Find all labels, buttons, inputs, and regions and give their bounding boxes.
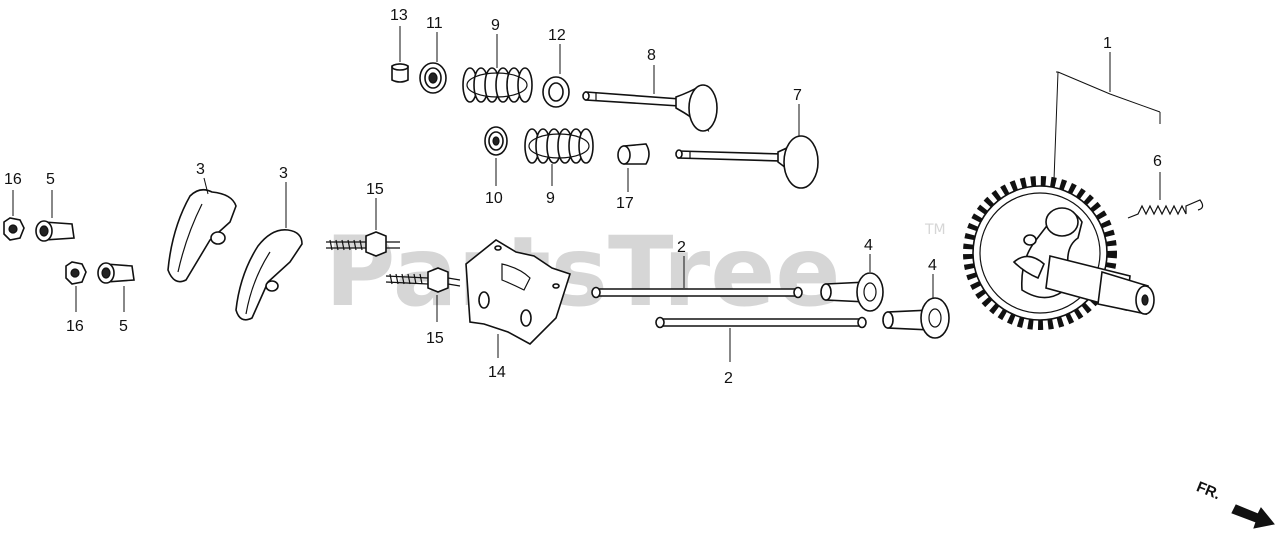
part-16-nut-upper[interactable] (3, 217, 25, 241)
callout-2-upper: 2 (677, 239, 686, 256)
part-3-rocker-arm-left[interactable] (167, 188, 237, 283)
callout-17: 17 (616, 195, 634, 212)
callout-4-lower: 4 (928, 257, 937, 274)
callout-3-right: 3 (279, 165, 288, 182)
callout-5-upper: 5 (46, 171, 55, 188)
part-14-pushrod-guide-plate[interactable] (465, 239, 572, 345)
callout-16-upper: 16 (4, 171, 22, 188)
part-5-adjusting-nut-upper[interactable] (35, 220, 75, 242)
part-17-tappet-cap[interactable] (617, 143, 650, 165)
part-2-pushrod-lower[interactable] (655, 316, 867, 329)
part-2-pushrod-upper[interactable] (591, 286, 803, 299)
part-15-rocker-stud-upper[interactable] (326, 231, 400, 257)
part-13-valve-cotter[interactable] (391, 63, 409, 83)
callout-10: 10 (485, 190, 503, 207)
part-1-camshaft-assembly[interactable] (963, 176, 1155, 330)
part-16-nut-lower[interactable] (65, 261, 87, 285)
callout-14: 14 (488, 364, 506, 381)
callout-16-lower: 16 (66, 318, 84, 335)
callout-6: 6 (1153, 153, 1162, 170)
callout-15-upper: 15 (366, 181, 384, 198)
callout-13: 13 (390, 7, 408, 24)
callout-2-lower: 2 (724, 370, 733, 387)
part-7-intake-valve[interactable] (675, 135, 819, 189)
callout-4-upper: 4 (864, 237, 873, 254)
part-5-adjusting-nut-lower[interactable] (97, 262, 135, 284)
watermark-text: PartsTree (325, 216, 840, 328)
part-9-valve-spring-lower[interactable] (524, 128, 594, 164)
callout-3-left: 3 (196, 161, 205, 178)
part-15-rocker-stud-lower[interactable] (385, 267, 461, 293)
callout-5-lower: 5 (119, 318, 128, 335)
part-8-exhaust-valve[interactable] (582, 84, 718, 133)
front-arrow-icon (1231, 504, 1275, 529)
front-direction-indicator: FR. (1194, 478, 1275, 529)
part-4-valve-lifter-lower[interactable] (882, 297, 950, 339)
callout-9-lower: 9 (546, 190, 555, 207)
callout-15-lower: 15 (426, 330, 444, 347)
part-3-rocker-arm-right[interactable] (235, 229, 303, 321)
front-direction-label: FR. (1194, 478, 1223, 503)
watermark-trademark: TM (924, 222, 946, 238)
callout-1: 1 (1103, 35, 1112, 52)
part-6-spring[interactable] (1127, 199, 1204, 219)
callout-9-top: 9 (491, 17, 500, 34)
part-12-valve-seal[interactable] (542, 76, 570, 108)
callout-12: 12 (548, 27, 566, 44)
part-11-spring-retainer[interactable] (419, 62, 447, 94)
part-4-valve-lifter-upper[interactable] (820, 272, 884, 312)
callout-11: 11 (426, 15, 443, 32)
callout-8: 8 (647, 47, 656, 64)
part-10-spring-retainer[interactable] (484, 126, 508, 156)
callout-7: 7 (793, 87, 802, 104)
part-9-valve-spring-top[interactable] (462, 67, 533, 103)
